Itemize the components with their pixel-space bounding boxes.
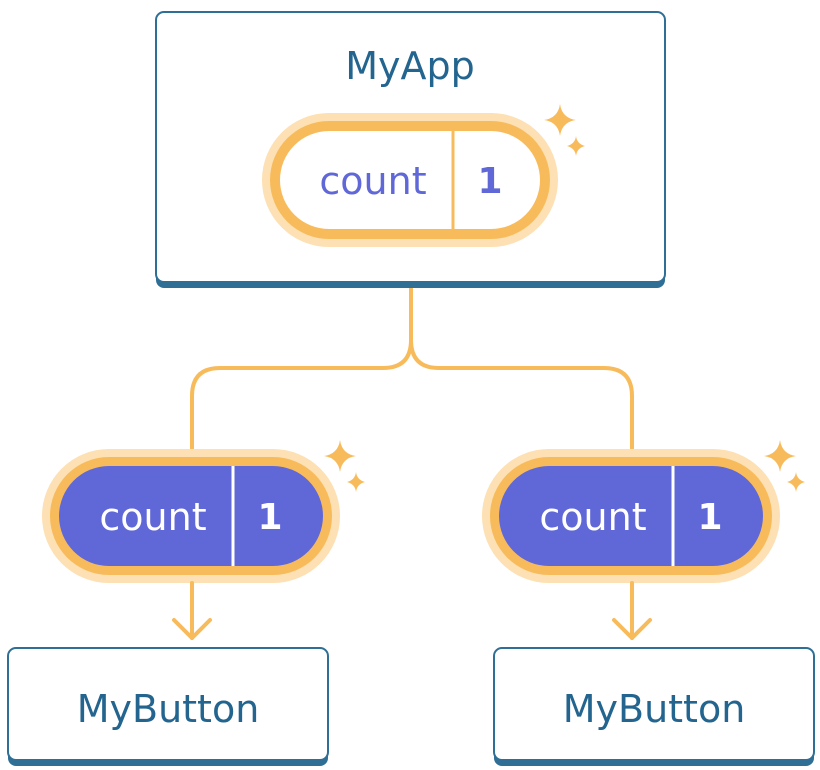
parent-component-name: MyApp xyxy=(345,44,475,88)
sparkle-icon xyxy=(764,440,805,492)
left-prop-key: count xyxy=(99,495,206,539)
parent-component: MyApp count 1 xyxy=(155,11,666,288)
left-prop-body xyxy=(59,466,323,566)
right-child-box xyxy=(493,647,815,761)
left-child-box xyxy=(7,647,329,761)
left-child-component: MyButton xyxy=(7,647,329,766)
left-prop-value: 1 xyxy=(257,497,282,538)
right-prop-key: count xyxy=(539,495,646,539)
connector-right-branch xyxy=(409,338,634,450)
right-prop-pill: count 1 xyxy=(482,449,780,583)
sparkle-icon xyxy=(324,440,365,492)
arrow-down-icon xyxy=(612,581,652,640)
right-child-component: MyButton xyxy=(493,647,815,766)
connector-parent-stem xyxy=(190,286,413,450)
tree-connectors xyxy=(190,286,634,450)
arrow-down-icon xyxy=(172,581,212,640)
right-prop-body xyxy=(499,466,763,566)
right-prop-value: 1 xyxy=(697,497,722,538)
parent-state-pill: count 1 xyxy=(262,113,558,247)
right-child-name: MyButton xyxy=(563,687,746,731)
sparkle-icon xyxy=(544,104,585,156)
parent-state-value: 1 xyxy=(477,161,502,202)
parent-state-body xyxy=(280,131,540,229)
left-child-name: MyButton xyxy=(77,687,260,731)
left-prop-pill: count 1 xyxy=(42,449,340,583)
parent-state-key: count xyxy=(319,159,426,203)
